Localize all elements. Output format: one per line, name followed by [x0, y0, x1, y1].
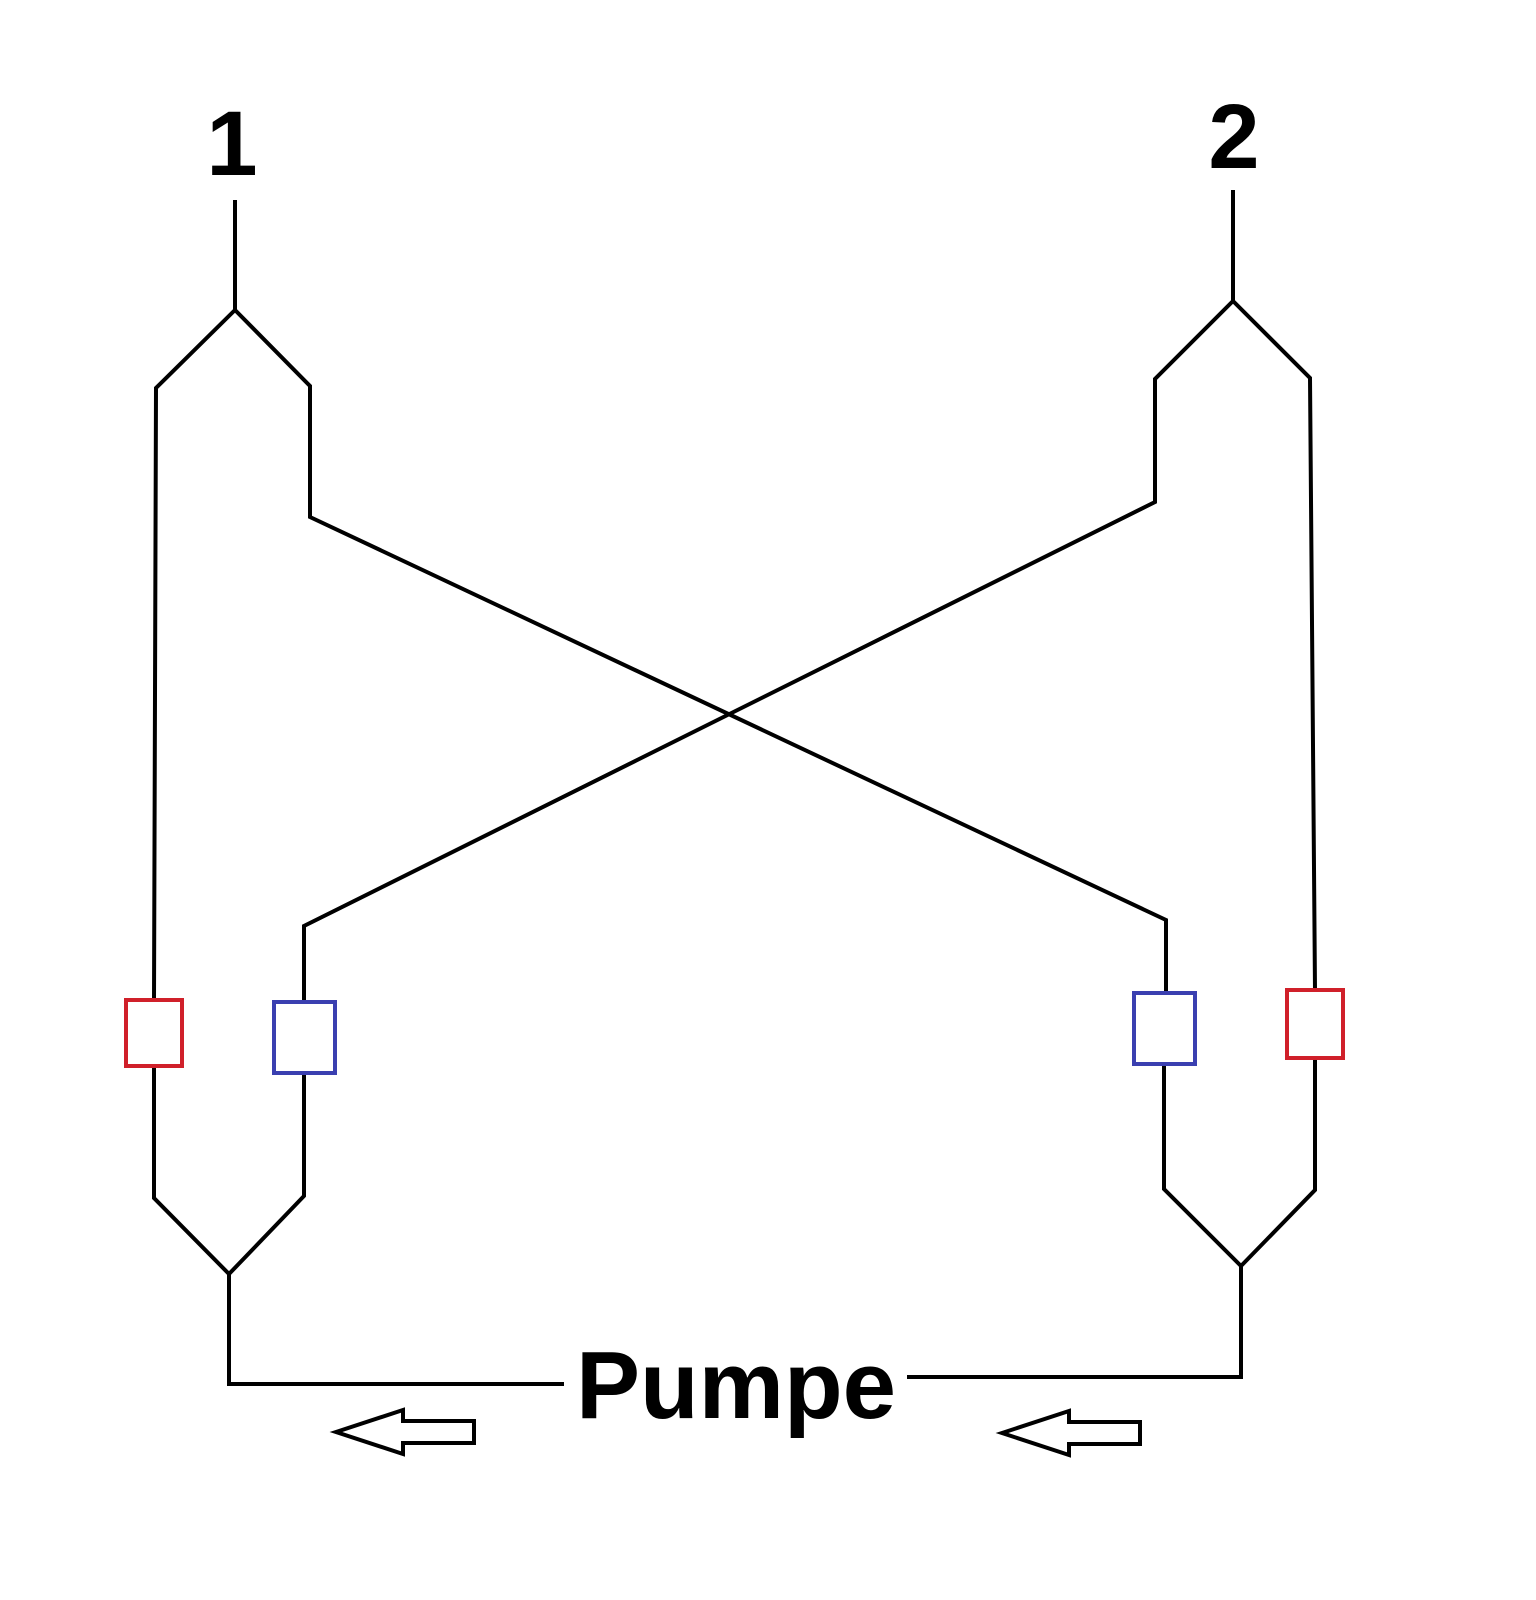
pump-line-left	[227, 1274, 564, 1386]
pipe-left-cross	[233, 308, 1168, 993]
pipe-left-bottom-outer	[152, 1066, 231, 1276]
pipe-right-cross	[302, 299, 1235, 1002]
valve-left-blue	[272, 1000, 337, 1075]
valve-left-red	[124, 998, 184, 1068]
arrow-left-outline-icon	[995, 1408, 1142, 1458]
valve-right-blue	[1132, 991, 1197, 1066]
valve-right-red	[1285, 988, 1345, 1060]
pump-label: Pumpe	[576, 1332, 896, 1439]
node-label-1: 1	[206, 93, 257, 195]
pipe-left-bottom-inner	[227, 1073, 306, 1276]
pipe-left-outer	[152, 308, 237, 1001]
pipe-right-outer	[1231, 299, 1317, 991]
pump-line-right	[907, 1266, 1243, 1379]
pipe-right-bottom-inner	[1162, 1064, 1243, 1268]
arrow-left-outline-icon	[329, 1407, 476, 1457]
node-label-2: 2	[1208, 86, 1259, 188]
pipe-right-bottom-outer	[1239, 1058, 1317, 1268]
